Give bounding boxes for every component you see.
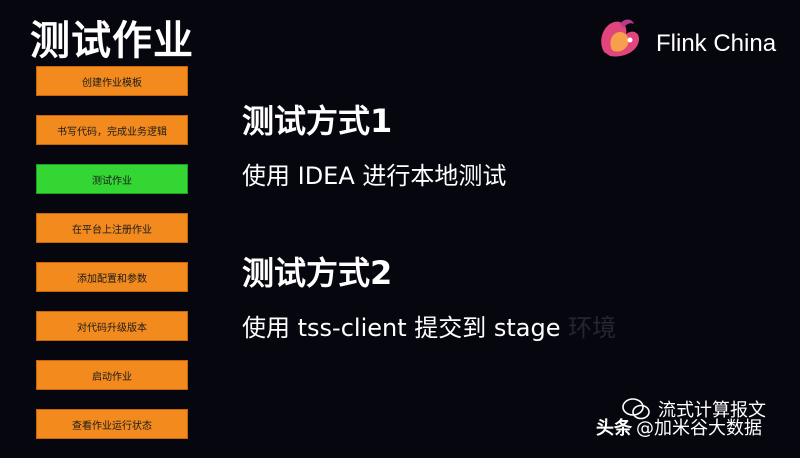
step-item-active: 测试作业: [36, 164, 188, 194]
method-title: 测试方式1: [242, 102, 393, 140]
step-item: 对代码升级版本: [36, 311, 188, 341]
watermark: 流式计算报文 头条@加米谷大数据: [590, 392, 795, 444]
watermark-channel: 流式计算报文: [658, 400, 766, 421]
method-description: 使用 IDEA 进行本地测试: [242, 156, 506, 191]
step-item: 创建作业模板: [36, 66, 188, 96]
flink-squirrel-icon: [601, 19, 640, 57]
flink-china-logo: Flink China: [594, 10, 794, 70]
watermark-source: 头条: [596, 418, 632, 439]
method-description-text: 使用 tss-client 提交到 stage: [242, 314, 561, 342]
page-title: 测试作业: [30, 18, 194, 64]
step-item: 启动作业: [36, 360, 188, 390]
step-list: 创建作业模板 书写代码，完成业务逻辑 测试作业 在平台上注册作业 添加配置和参数…: [36, 66, 188, 458]
brand-name: Flink China: [656, 30, 777, 57]
step-item: 书写代码，完成业务逻辑: [36, 115, 188, 145]
method-1: 测试方式1 使用 IDEA 进行本地测试: [242, 96, 506, 191]
wechat-icon: [622, 398, 650, 420]
watermark-account-line: 头条@加米谷大数据: [596, 414, 762, 440]
method-description-faded: 环境: [568, 314, 617, 342]
method-2: 测试方式2 使用 tss-client 提交到 stage 环境: [242, 248, 616, 343]
step-item: 添加配置和参数: [36, 262, 188, 292]
step-item: 查看作业运行状态: [36, 409, 188, 439]
method-description: 使用 tss-client 提交到 stage 环境: [242, 308, 616, 343]
method-description-text: 使用 IDEA 进行本地测试: [242, 162, 507, 190]
method-title: 测试方式2: [242, 254, 393, 292]
step-item: 在平台上注册作业: [36, 213, 188, 243]
watermark-account: @加米谷大数据: [636, 418, 762, 439]
